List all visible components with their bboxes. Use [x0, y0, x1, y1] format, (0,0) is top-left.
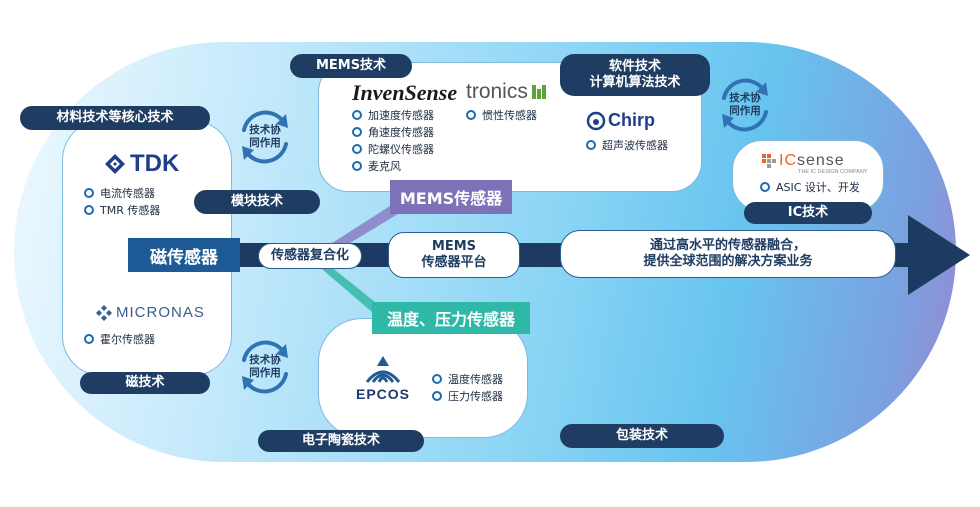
tdk-product-list: 电流传感器 TMR 传感器: [84, 184, 160, 218]
tag-magnetic-technology: 磁技术: [80, 372, 210, 394]
icsense-wordmark-ic: IC: [779, 152, 797, 169]
list-item: 麦克风: [352, 157, 434, 174]
solution-business-pill: 通过高水平的传感器融合， 提供全球范围的解决方案业务: [560, 230, 896, 278]
list-item: 惯性传感器: [466, 106, 537, 123]
micronas-logo: MICRONAS: [96, 304, 205, 321]
tag-module-technology: 模块技术: [194, 190, 320, 214]
epcos-logo: EPCOS: [356, 356, 410, 402]
list-item: 加速度传感器: [352, 106, 434, 123]
synergy-cycle-top-right: 技术协 同作用: [712, 72, 778, 138]
epcos-product-list: 温度传感器 压力传感器: [432, 370, 503, 404]
micronas-emblem-icon: [96, 304, 112, 321]
list-item: 电流传感器: [84, 184, 160, 201]
list-item: TMR 传感器: [84, 201, 160, 218]
list-item: 超声波传感器: [586, 136, 668, 153]
invensense-product-list: 加速度传感器 角速度传感器 陀螺仪传感器 麦克风: [352, 106, 434, 174]
connector-temp: [316, 258, 380, 312]
tronics-wordmark: tronics: [466, 80, 528, 103]
invensense-wordmark: InvenSense: [352, 80, 458, 105]
tdk-logo: TDK: [104, 150, 179, 178]
cycle-arrows-icon: [242, 340, 288, 394]
cycle-arrows-icon: [722, 78, 768, 132]
cycle-arrows-icon: [242, 110, 288, 164]
invensense-logo: InvenSense: [352, 80, 457, 106]
tronics-emblem-icon: [531, 85, 546, 99]
temp-pressure-sensor-box: 温度、压力传感器: [372, 302, 530, 334]
chirp-wordmark: Chirp: [608, 110, 655, 130]
list-item: 压力传感器: [432, 387, 503, 404]
synergy-cycle-label: 技术协 同作用: [249, 354, 281, 380]
list-item: 陀螺仪传感器: [352, 140, 434, 157]
micronas-product-list: 霍尔传感器: [84, 330, 155, 347]
tag-material-technology: 材料技术等核心技术: [20, 106, 210, 130]
icsense-product-list: ASIC 设计、开发: [760, 178, 860, 195]
chirp-product-list: 超声波传感器: [586, 136, 668, 153]
micronas-wordmark: MICRONAS: [116, 304, 205, 321]
tag-ic-technology: IC技术: [744, 202, 872, 224]
mems-platform-pill: MEMS 传感器平台: [388, 232, 520, 278]
list-item: 温度传感器: [432, 370, 503, 387]
icsense-wordmark-sense: sense: [797, 152, 845, 169]
chirp-emblem-icon: [586, 111, 606, 130]
list-item: ASIC 设计、开发: [760, 178, 860, 195]
synergy-cycle-bottom-left: 技术协 同作用: [232, 334, 298, 400]
tronics-product-list: 惯性传感器: [466, 106, 537, 123]
list-item: 霍尔传感器: [84, 330, 155, 347]
tronics-logo: tronics: [466, 80, 547, 104]
tdk-emblem-icon: [105, 154, 125, 174]
tag-mems-technology: MEMS技术: [290, 54, 412, 78]
synergy-cycle-label: 技术协 同作用: [729, 92, 761, 118]
sensor-composite-pill: 传感器复合化: [258, 243, 362, 269]
cloud-top-right: [732, 140, 884, 212]
icsense-emblem-icon: [762, 154, 776, 168]
icsense-logo: IC sense THE IC DESIGN COMPANY: [762, 152, 868, 175]
tag-electronic-ceramic-technology: 电子陶瓷技术: [258, 430, 424, 452]
tag-software-technology: 软件技术 计算机算法技术: [560, 54, 710, 96]
magnetic-sensor-box: 磁传感器: [128, 238, 240, 272]
chirp-logo: Chirp: [586, 110, 655, 131]
synergy-cycle-top-left: 技术协 同作用: [232, 104, 298, 170]
icsense-tagline: THE IC DESIGN COMPANY: [798, 169, 868, 175]
synergy-cycle-label: 技术协 同作用: [249, 124, 281, 150]
list-item: 角速度传感器: [352, 123, 434, 140]
epcos-emblem-icon: [365, 356, 401, 383]
mems-sensor-box: MEMS传感器: [390, 180, 512, 214]
epcos-wordmark: EPCOS: [356, 386, 411, 402]
tdk-wordmark: TDK: [130, 150, 180, 177]
tag-packaging-technology: 包装技术: [560, 424, 724, 448]
